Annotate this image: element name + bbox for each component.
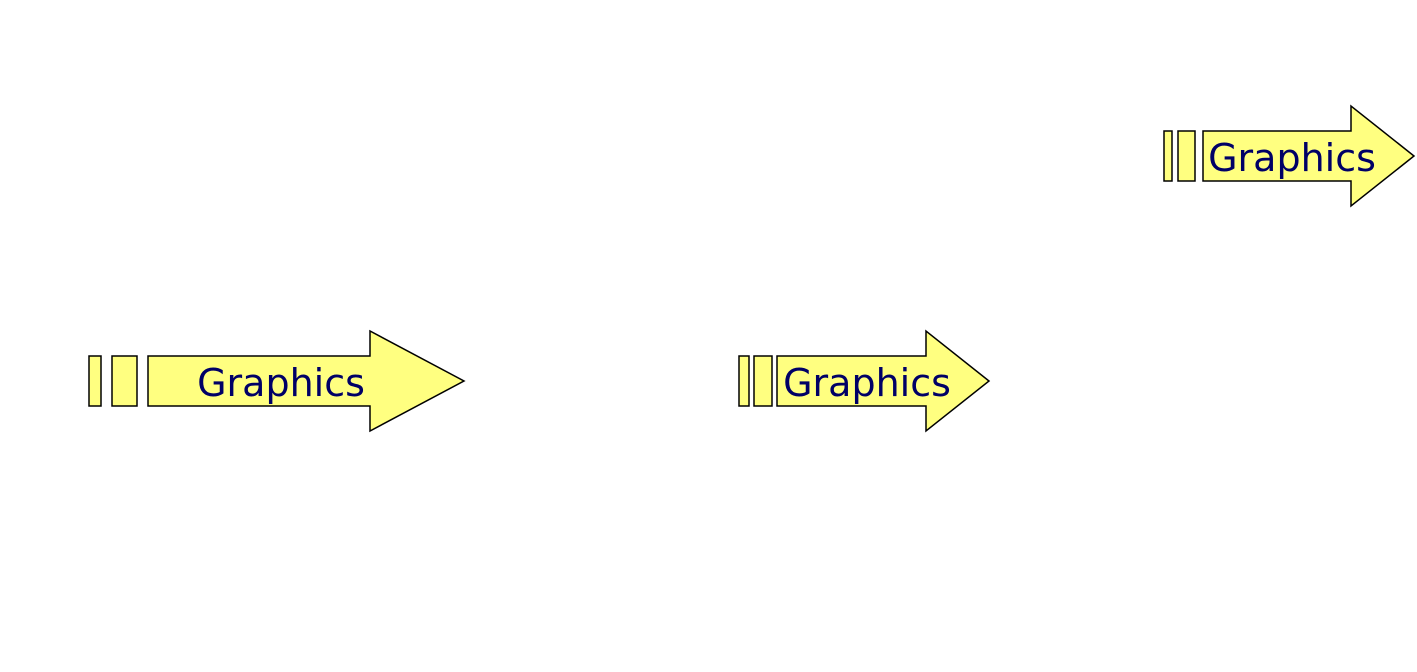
arrow-label: Graphics	[197, 361, 365, 405]
arrow-stripe-1	[88, 355, 102, 407]
arrow-label: Graphics	[783, 361, 951, 405]
arrow-body	[776, 329, 991, 433]
arrow-label: Graphics	[1208, 136, 1376, 180]
graphics-arrow-small: Graphics	[1163, 104, 1416, 208]
arrow-stripe-1	[1163, 130, 1173, 182]
arrow-body	[1202, 104, 1416, 208]
arrow-stripe-2	[753, 355, 773, 407]
arrow-stripe-2	[1177, 130, 1196, 182]
arrow-body	[147, 329, 466, 433]
graphics-arrow-medium: Graphics	[738, 329, 991, 433]
arrow-stripe-2	[111, 355, 138, 407]
arrow-stripe-1	[738, 355, 750, 407]
graphics-arrow-large: Graphics	[88, 329, 466, 433]
